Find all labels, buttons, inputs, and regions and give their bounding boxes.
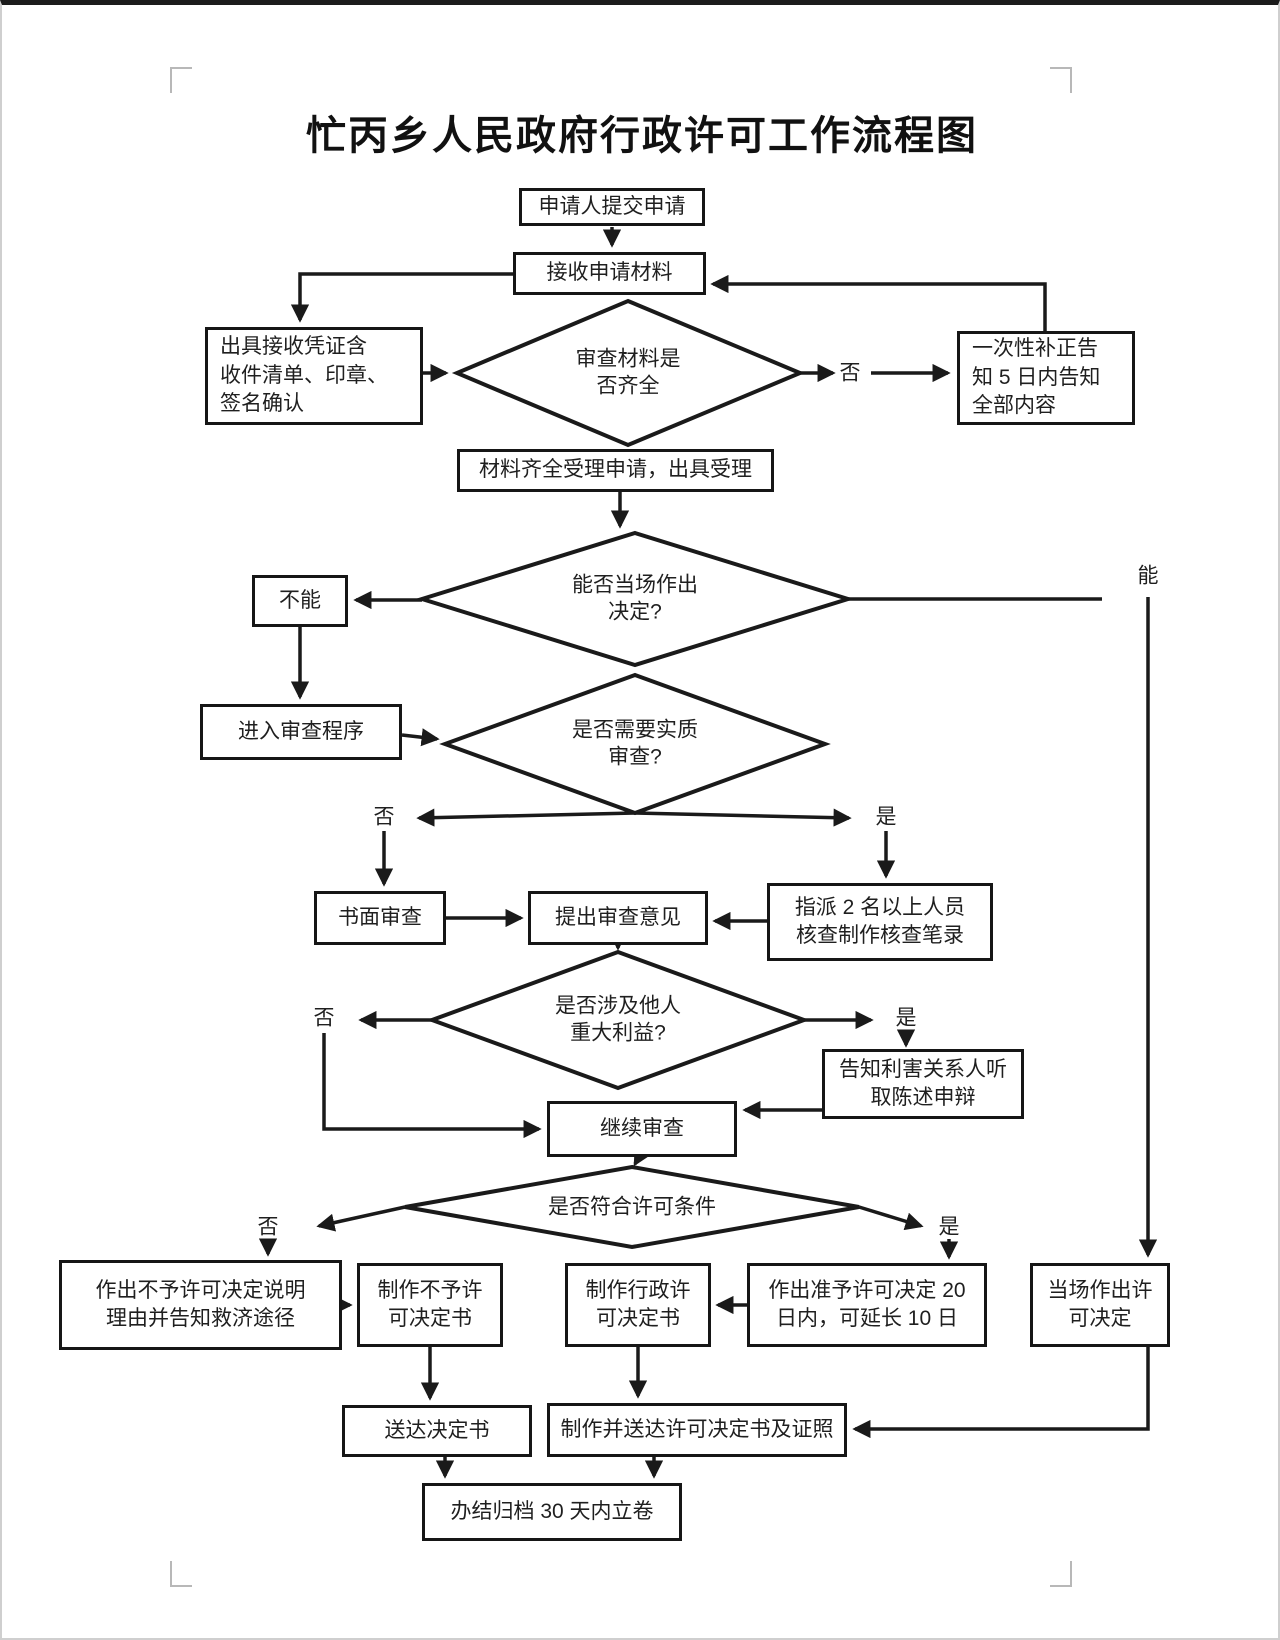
node-deliver-license-certificate: 制作并送达许可决定书及证照 (547, 1403, 847, 1457)
margin-mark-top-right (1050, 67, 1072, 93)
branch-label-conditions-no: 否 (257, 1215, 279, 1239)
node-continue-review: 继续审查 (547, 1101, 737, 1157)
margin-mark-top-left (170, 67, 192, 93)
edge-substantive-no-branch (416, 808, 636, 827)
decision-involve-others-text: 是否涉及他人 重大利益? (555, 994, 681, 1045)
branch-label-onspot-can: 能 (1137, 564, 1159, 588)
margin-mark-bottom-right (1050, 1561, 1072, 1587)
branch-label-conditions-yes: 是 (938, 1215, 960, 1239)
edge-conditions-no-branch (316, 1205, 406, 1232)
node-make-license-document: 制作行政许 可决定书 (565, 1263, 711, 1347)
edge-receive-to-receipt (290, 272, 513, 323)
branch-label-others-yes: 是 (895, 1006, 917, 1030)
node-assign-staff: 指派 2 名以上人员 核查制作核查笔录 (767, 883, 993, 961)
node-onspot-license-decision: 当场作出许 可决定 (1030, 1263, 1170, 1347)
margin-mark-bottom-left (170, 1561, 192, 1587)
diamond-involve-others (426, 949, 810, 1091)
edge-continue-to-conditions (633, 1146, 651, 1167)
node-written-review: 书面审查 (314, 891, 446, 945)
decision-review-materials-text: 审查材料是 否齐全 (575, 347, 681, 398)
node-receive-materials: 接收申请材料 (513, 252, 706, 295)
branch-label-materials-no: 否 (839, 361, 861, 385)
edge-enter-to-substantive (401, 728, 440, 747)
diamond-need-substantive (439, 672, 831, 816)
node-enter-review-procedure: 进入审查程序 (200, 704, 402, 760)
node-onetime-supplement-notice: 一次性补正告 知 5 日内告知 全部内容 (957, 331, 1135, 425)
node-review-opinion: 提出审查意见 (528, 891, 708, 945)
edge-onspot-to-deliver-license (852, 1347, 1150, 1439)
node-deny-and-explain: 作出不予许可决定说明 理由并告知救济途径 (59, 1260, 342, 1350)
decision-can-decide-onspot-text: 能否当场作出 决定? (572, 573, 698, 624)
node-archive-case: 办结归档 30 天内立卷 (422, 1483, 682, 1541)
node-make-denial-document: 制作不予许 可决定书 (357, 1263, 503, 1347)
node-notify-interested-parties: 告知利害关系人听 取陈述申辩 (822, 1049, 1024, 1119)
diamond-meet-conditions (404, 1164, 860, 1250)
edge-no-to-continue (322, 1033, 542, 1139)
branch-label-substantive-yes: 是 (875, 805, 897, 829)
node-deliver-decision: 送达决定书 (342, 1405, 532, 1457)
node-issue-receipt: 出具接收凭证含 收件清单、印章、 签名确认 (205, 327, 423, 425)
page-title: 忙丙乡人民政府行政许可工作流程图 (306, 113, 978, 158)
edge-onetime-back-to-receive (710, 274, 1047, 331)
decision-need-substantive-text: 是否需要实质 审查? (572, 718, 698, 769)
branch-label-substantive-no: 否 (373, 805, 395, 829)
edge-conditions-yes-branch (858, 1205, 924, 1231)
node-cannot: 不能 (252, 575, 348, 627)
node-grant-decision: 作出准予许可决定 20 日内，可延长 10 日 (747, 1263, 987, 1347)
diamond-can-decide-onspot (415, 530, 855, 668)
flowchart-connectors (258, 227, 1158, 1479)
node-accept-application: 材料齐全受理申请，出具受理 (457, 449, 774, 492)
edge-substantive-yes-branch (634, 808, 852, 827)
branch-label-others-no: 否 (313, 1006, 335, 1030)
decision-meet-conditions-text: 是否符合许可条件 (548, 1195, 716, 1219)
node-submit-application: 申请人提交申请 (519, 188, 705, 226)
diamond-review-materials (451, 298, 806, 448)
